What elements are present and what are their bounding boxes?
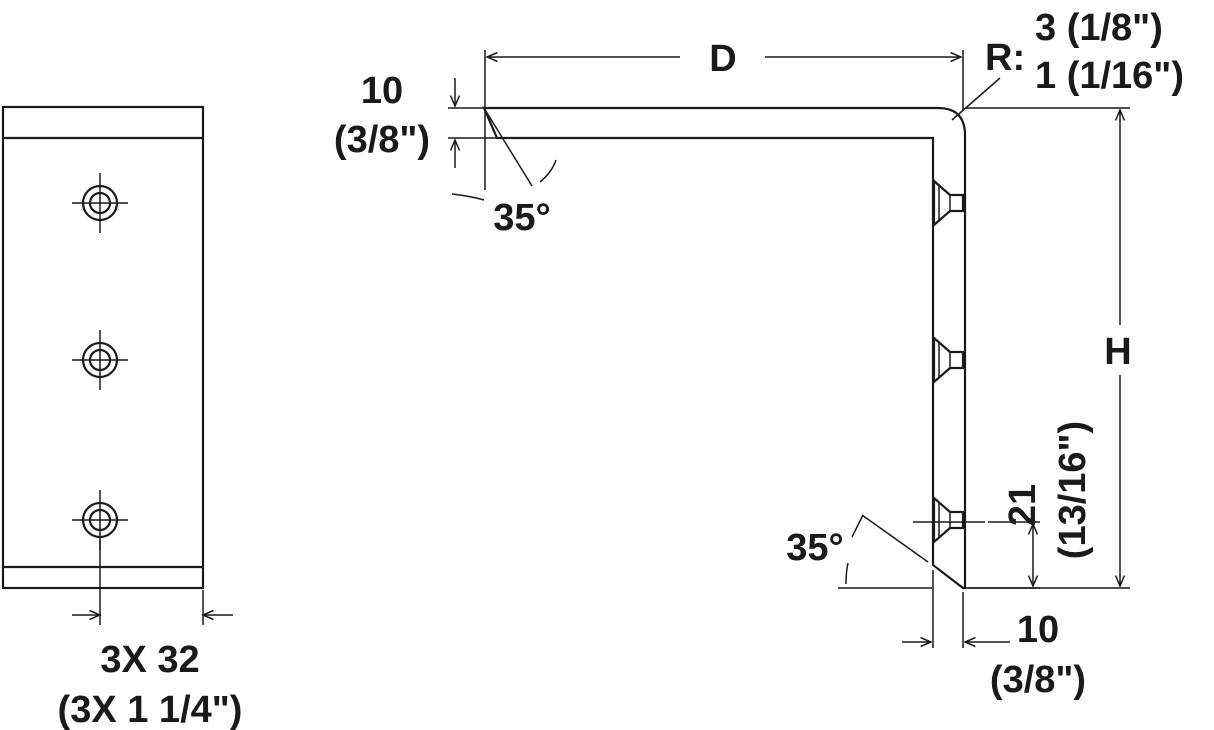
hole-icon xyxy=(72,173,128,550)
bottom-angle-label: 35° xyxy=(786,527,843,569)
height-label: H xyxy=(1104,331,1131,373)
radius-leader xyxy=(951,77,1001,121)
depth-label: D xyxy=(709,38,736,80)
side-thickness-in: (3/8") xyxy=(990,659,1086,701)
top-thickness-mm: 10 xyxy=(361,70,403,112)
hole-offset-mm: 21 xyxy=(1002,484,1044,526)
screw-hole-icon xyxy=(72,490,128,550)
angle-arc xyxy=(845,562,849,585)
bracket-face xyxy=(1,105,205,590)
top-thickness-in: (3/8") xyxy=(334,119,430,161)
hole-offset-in: (13/16") xyxy=(1052,421,1094,559)
angle-line xyxy=(483,107,533,187)
angle-arc xyxy=(851,514,864,538)
side-thickness-mm: 10 xyxy=(1017,609,1059,651)
countersink-icon xyxy=(932,335,965,385)
radius-prefix: R: xyxy=(985,37,1025,79)
screw-hole-icon xyxy=(72,173,128,233)
angle-line xyxy=(861,514,929,563)
radius-alt: 1 (1/16") xyxy=(1035,55,1184,97)
countersink-icon xyxy=(932,178,965,545)
spacing-label: 3X 32 xyxy=(100,639,199,681)
section-view: D R: 3 (1/8") 1 (1/16") 10 (3/8") 35° H … xyxy=(334,7,1184,701)
screw-hole-icon xyxy=(72,330,128,390)
countersink-icon xyxy=(932,495,965,545)
countersink-icon xyxy=(932,178,965,228)
spacing-label-imperial: (3X 1 1/4") xyxy=(58,689,243,730)
angle-arc xyxy=(539,159,557,183)
bracket-section xyxy=(482,106,967,590)
front-view: 3X 32 (3X 1 1/4") xyxy=(1,105,243,730)
radius-mm: 3 (1/8") xyxy=(1035,7,1163,49)
top-angle-label: 35° xyxy=(493,197,550,239)
angle-arc xyxy=(451,193,485,201)
